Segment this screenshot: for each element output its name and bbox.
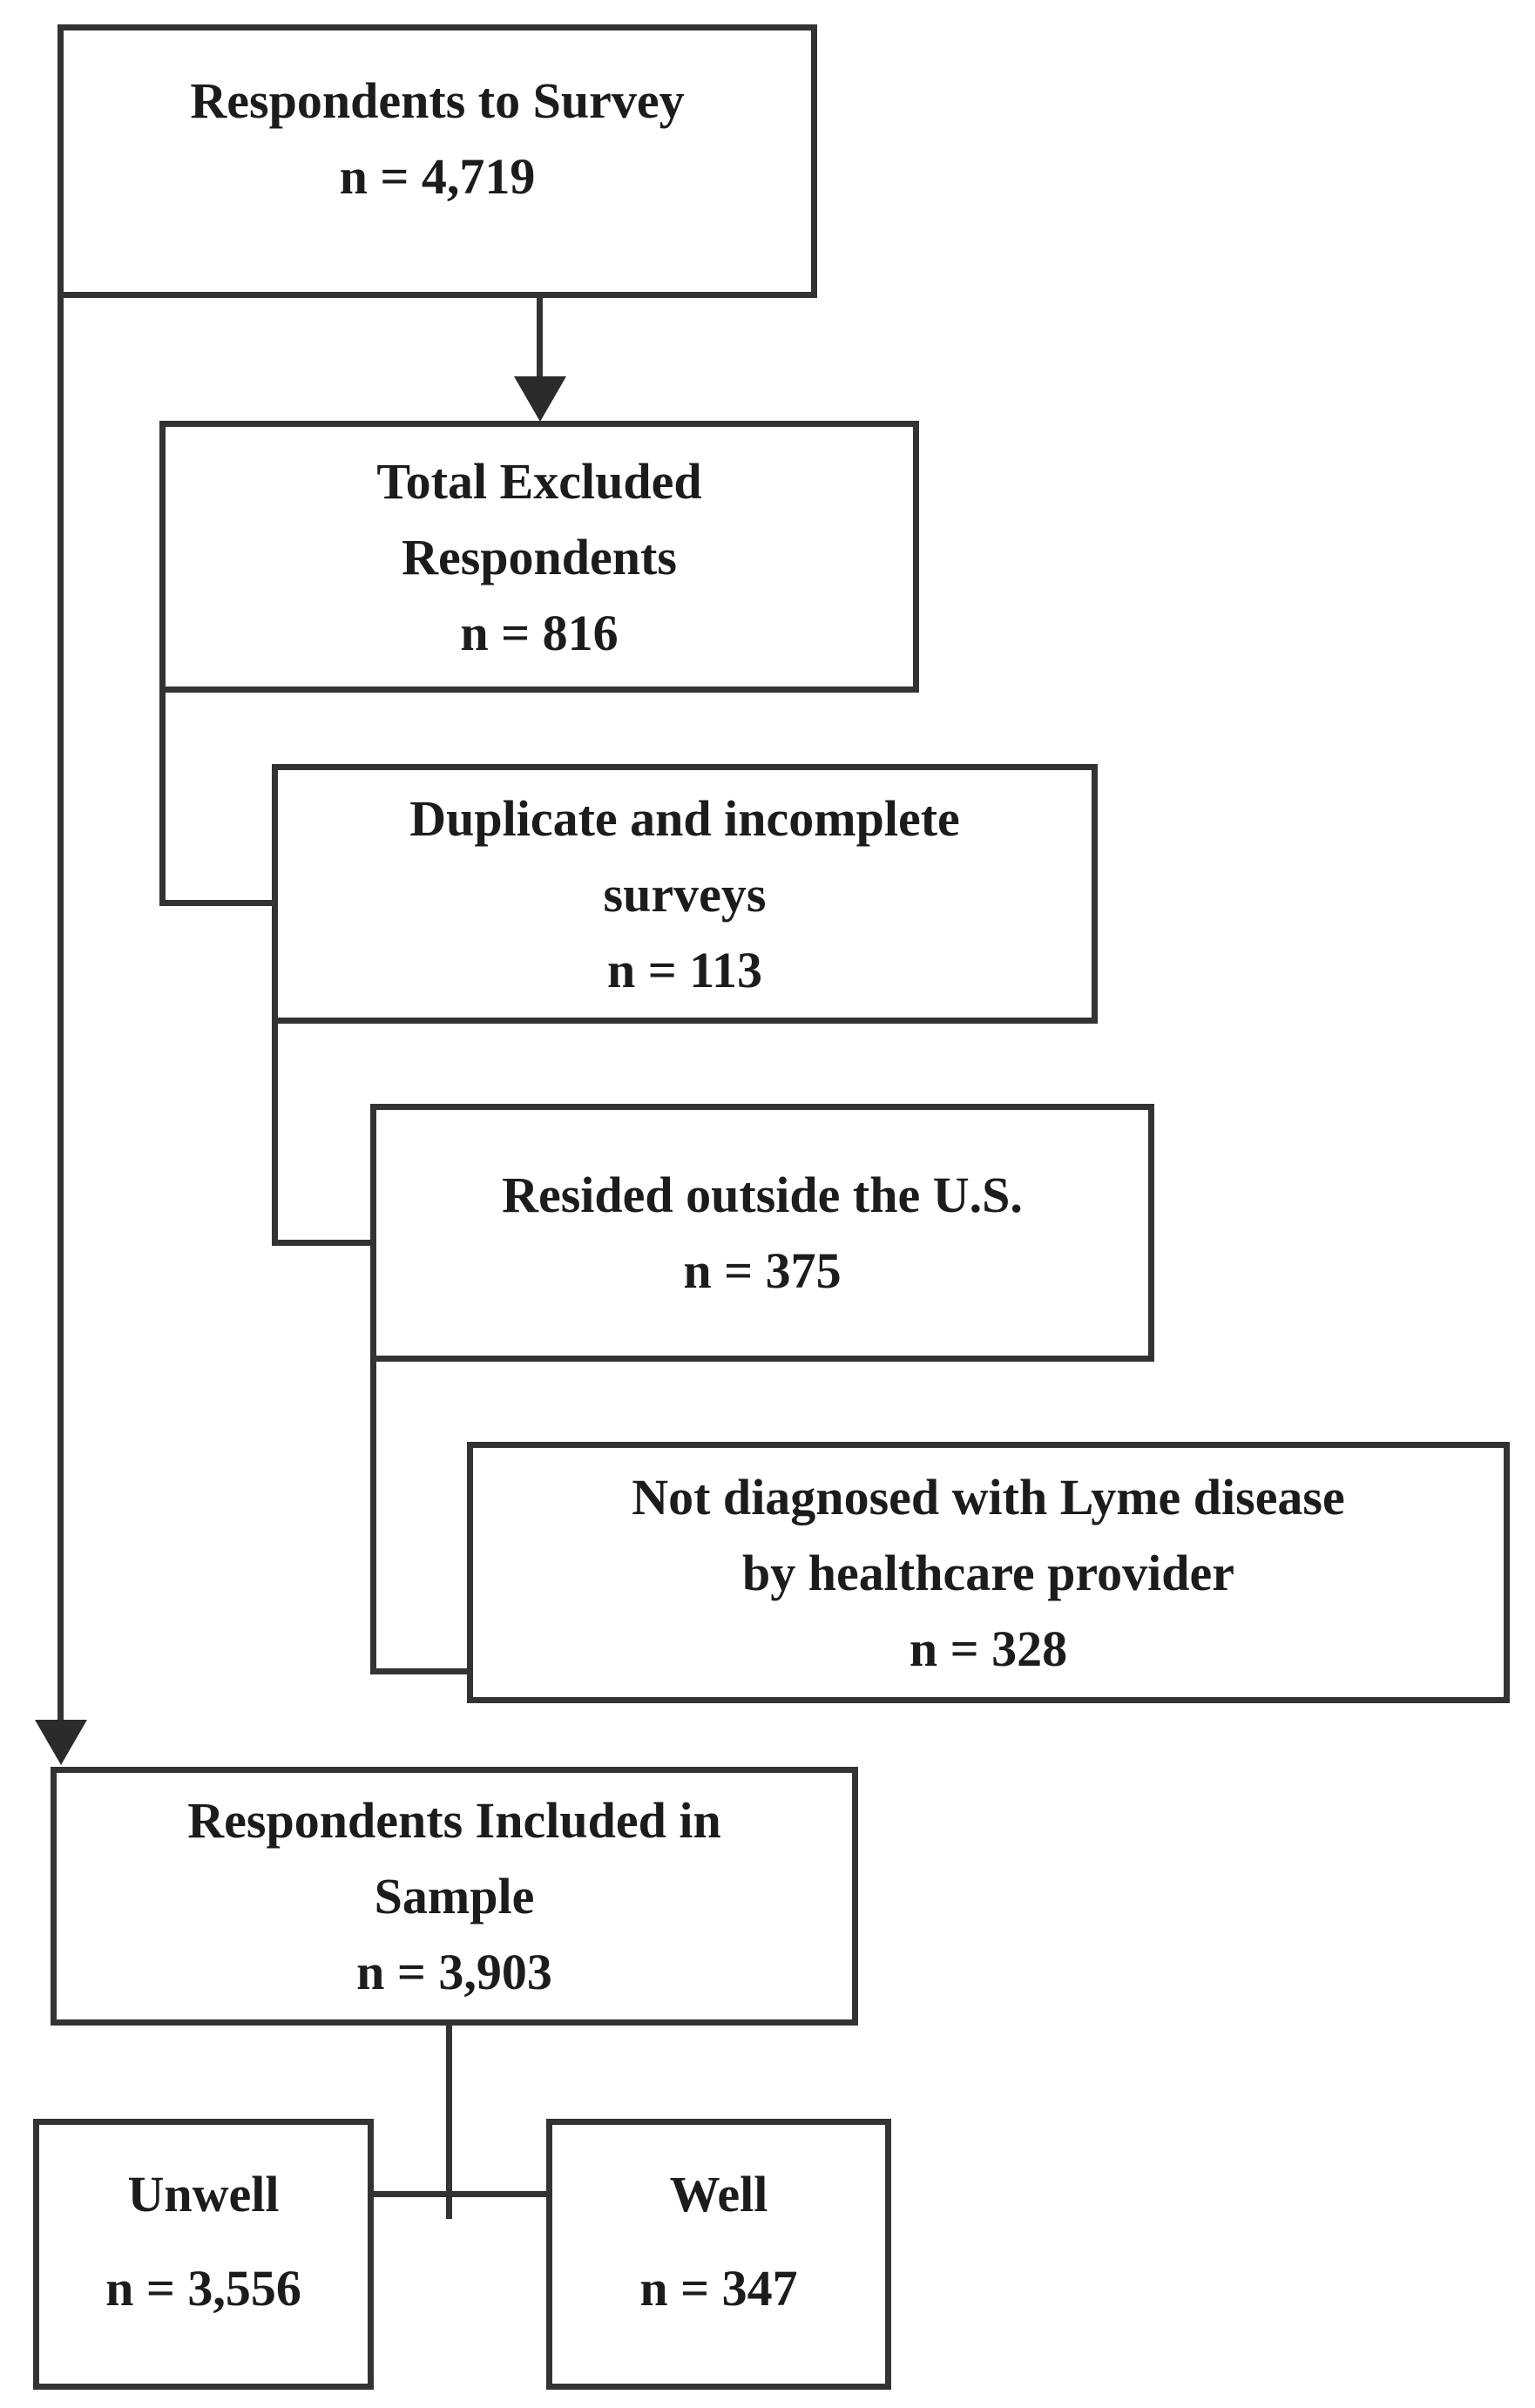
connector-resided-to-notdiagnosed-vertical — [370, 1362, 376, 1674]
box-total-excluded: Total Excluded Respondents n = 816 — [159, 421, 919, 693]
box-label: Respondents to Survey — [190, 72, 685, 129]
box-label: Not diagnosed with Lyme disease — [632, 1468, 1345, 1525]
box-label: surveys — [603, 865, 767, 923]
box-count: n = 816 — [460, 604, 619, 661]
box-resided-outside-us: Resided outside the U.S. n = 375 — [370, 1104, 1154, 1362]
box-included-in-sample: Respondents Included in Sample n = 3,903 — [51, 1767, 858, 2026]
connector-duplicate-to-resided-vertical — [272, 1024, 278, 1246]
box-label: Respondents — [402, 528, 677, 585]
connector-sample-split-horizontal — [374, 2191, 546, 2197]
arrow-down-icon — [514, 376, 566, 422]
box-count: n = 3,556 — [105, 2259, 301, 2317]
box-label: Duplicate and incomplete — [409, 789, 960, 847]
arrow-down-icon — [35, 1720, 87, 1765]
box-count: n = 375 — [683, 1242, 842, 1299]
box-count: n = 3,903 — [356, 1944, 552, 2000]
box-label: Total Excluded — [376, 452, 702, 510]
connector-excluded-to-duplicate-vertical — [159, 693, 166, 906]
connector-sample-split-vertical — [446, 2026, 452, 2219]
box-label: Sample — [374, 1868, 535, 1924]
box-count: n = 113 — [606, 941, 763, 998]
box-label: Unwell — [127, 2166, 280, 2223]
connector-duplicate-to-resided-horizontal — [272, 1240, 376, 1246]
connector-resided-to-notdiagnosed-horizontal — [370, 1668, 473, 1674]
box-not-diagnosed: Not diagnosed with Lyme disease by healt… — [467, 1442, 1510, 1703]
box-label: Well — [669, 2166, 768, 2223]
box-label: Respondents Included in — [187, 1792, 721, 1849]
box-well: Well n = 347 — [546, 2119, 891, 2390]
connector-excluded-to-duplicate-horizontal — [159, 900, 278, 906]
box-count: n = 328 — [909, 1620, 1068, 1677]
box-respondents-to-survey: Respondents to Survey n = 4,719 — [57, 24, 817, 298]
connector-survey-to-sample-stem — [57, 298, 64, 1727]
box-count: n = 347 — [639, 2259, 798, 2317]
connector-survey-to-excluded-stem — [537, 298, 543, 385]
box-count: n = 4,719 — [339, 148, 536, 205]
box-label: Resided outside the U.S. — [502, 1167, 1023, 1223]
box-label: by healthcare provider — [742, 1544, 1234, 1601]
box-unwell: Unwell n = 3,556 — [33, 2119, 374, 2390]
box-duplicate-incomplete: Duplicate and incomplete surveys n = 113 — [272, 764, 1098, 1024]
